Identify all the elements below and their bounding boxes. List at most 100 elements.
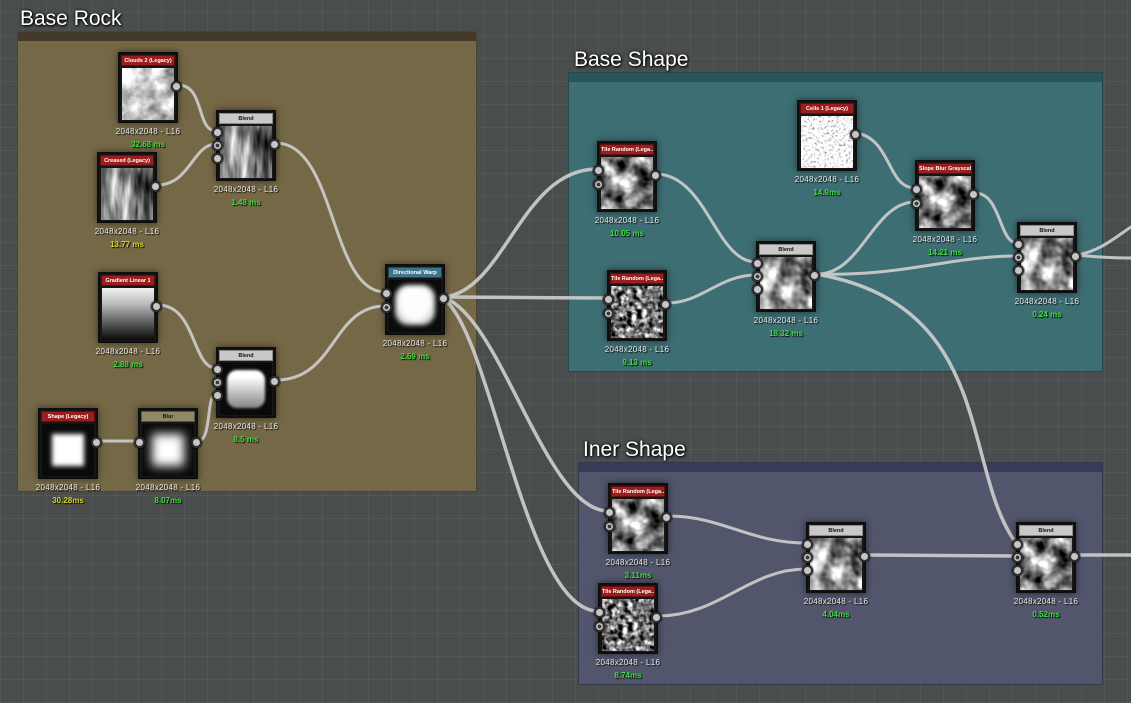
input-port[interactable] [911,184,922,195]
node-thumbnail [389,280,441,332]
input-port[interactable] [603,294,614,305]
output-port[interactable] [650,170,661,181]
node-tile-random-is-top[interactable]: Tile Random (Lega... 2048x2048 - L16 3.1… [604,483,672,580]
input-port[interactable] [1012,539,1023,550]
input-port[interactable] [604,521,615,532]
input-port[interactable] [752,258,763,269]
input-port[interactable] [594,607,605,618]
node-thumbnail [810,538,862,590]
input-port[interactable] [212,364,223,375]
node-cells-1-legacy[interactable]: Cells 1 (Legacy) 2048x2048 - L16 14.9ms [795,100,861,197]
node-creased-legacy[interactable]: Creased (Legacy) 2048x2048 - L16 13.77 m… [95,152,161,249]
node-shape-legacy[interactable]: Shape (Legacy) 2048x2048 - L16 30.28ms [36,408,102,505]
input-port[interactable] [212,140,223,151]
output-port[interactable] [1069,551,1080,562]
node-time-label: 0.52ms [1032,610,1060,619]
node-blend-rock-bottom[interactable]: Blend 2048x2048 - L16 8.5 ms [212,347,280,444]
output-port[interactable] [661,512,672,523]
node-thumbnail [919,176,971,228]
node-time-label: 8.74ms [614,671,642,680]
input-port[interactable] [212,127,223,138]
input-port[interactable] [604,507,615,518]
input-port[interactable] [1012,552,1023,563]
node-clouds-2-legacy[interactable]: Clouds 2 (Legacy) 2048x2048 - L16 32.68 … [116,52,182,149]
input-port[interactable] [212,377,223,388]
node-size-label: 2048x2048 - L16 [912,235,978,244]
node-size-label: 2048x2048 - L16 [1014,297,1080,306]
output-port[interactable] [651,612,662,623]
input-port[interactable] [911,198,922,209]
input-port[interactable] [212,153,223,164]
group-header-strip[interactable] [579,463,1102,472]
input-port[interactable] [1012,565,1023,576]
output-port[interactable] [1070,251,1081,262]
node-thumbnail [142,424,194,476]
input-port[interactable] [802,539,813,550]
input-port[interactable] [752,284,763,295]
node-tile-random-bs-top[interactable]: Tile Random (Lega... 2048x2048 - L16 10.… [593,141,661,238]
node-time-label: 4.04ms [822,610,850,619]
node-directional-warp[interactable]: Directional Warp 2048x2048 - L16 2.59 ms [381,264,449,361]
node-size-label: 2048x2048 - L16 [803,597,869,606]
group-header-strip[interactable] [569,73,1102,82]
input-port[interactable] [1013,252,1024,263]
input-port[interactable] [134,437,145,448]
output-port[interactable] [850,129,861,140]
input-port[interactable] [752,271,763,282]
input-port[interactable] [212,390,223,401]
node-title: Blur [141,411,195,422]
node-title: Gradient Linear 1 [101,275,155,286]
input-port[interactable] [593,165,604,176]
node-time-label: 9.13 ms [622,358,652,367]
node-title: Directional Warp [388,267,442,278]
input-port[interactable] [802,565,813,576]
input-port[interactable] [593,179,604,190]
group-title-base-rock: Base Rock [20,7,122,30]
output-port[interactable] [269,139,280,150]
node-time-label: 1.48 ms [231,198,261,207]
node-tile-random-is-bottom[interactable]: Tile Random (Lega... 2048x2048 - L16 8.7… [594,583,662,680]
node-thumbnail [1021,238,1073,290]
node-thumbnail [801,116,853,168]
input-port[interactable] [1013,239,1024,250]
node-gradient-linear-1[interactable]: Gradient Linear 1 2048x2048 - L16 2.88 m… [96,272,162,369]
node-thumbnail [602,599,654,651]
node-blend-is-right[interactable]: Blend 2048x2048 - L16 0.52ms [1012,522,1080,619]
input-port[interactable] [603,308,614,319]
node-tile-random-bs-bottom[interactable]: Tile Random (Lega... 2048x2048 - L16 9.1… [603,270,671,367]
output-port[interactable] [809,270,820,281]
node-slope-blur-grayscale[interactable]: Slope Blur Grayscale 2048x2048 - L16 14.… [911,160,979,257]
node-title: Tile Random (Lega... [610,273,664,284]
output-port[interactable] [438,293,449,304]
output-port[interactable] [269,376,280,387]
node-time-label: 18.32 ms [769,329,803,338]
input-port[interactable] [381,302,392,313]
output-port[interactable] [91,437,102,448]
node-blend-is-left[interactable]: Blend 2048x2048 - L16 4.04ms [802,522,870,619]
input-port[interactable] [381,288,392,299]
node-thumbnail [101,168,153,220]
node-title: Blend [759,244,813,255]
node-blur[interactable]: Blur 2048x2048 - L16 8.07ms [134,408,202,505]
node-time-label: 0.24 ms [1032,310,1062,319]
node-title: Creased (Legacy) [100,155,154,166]
node-time-label: 13.77 ms [110,240,144,249]
node-time-label: 8.07ms [154,496,182,505]
output-port[interactable] [151,301,162,312]
node-blend-bs-right[interactable]: Blend 2048x2048 - L16 0.24 ms [1013,222,1081,319]
group-header-strip[interactable] [18,32,476,41]
input-port[interactable] [594,621,605,632]
input-port[interactable] [802,552,813,563]
output-port[interactable] [150,181,161,192]
node-blend-bs-center[interactable]: Blend 2048x2048 - L16 18.32 ms [752,241,820,338]
node-title: Blend [1020,225,1074,236]
node-time-label: 8.5 ms [233,435,259,444]
output-port[interactable] [660,299,671,310]
input-port[interactable] [1013,265,1024,276]
output-port[interactable] [859,551,870,562]
output-port[interactable] [968,189,979,200]
node-blend-rock-top[interactable]: Blend 2048x2048 - L16 1.48 ms [212,110,280,207]
node-thumbnail [220,363,272,415]
output-port[interactable] [171,81,182,92]
